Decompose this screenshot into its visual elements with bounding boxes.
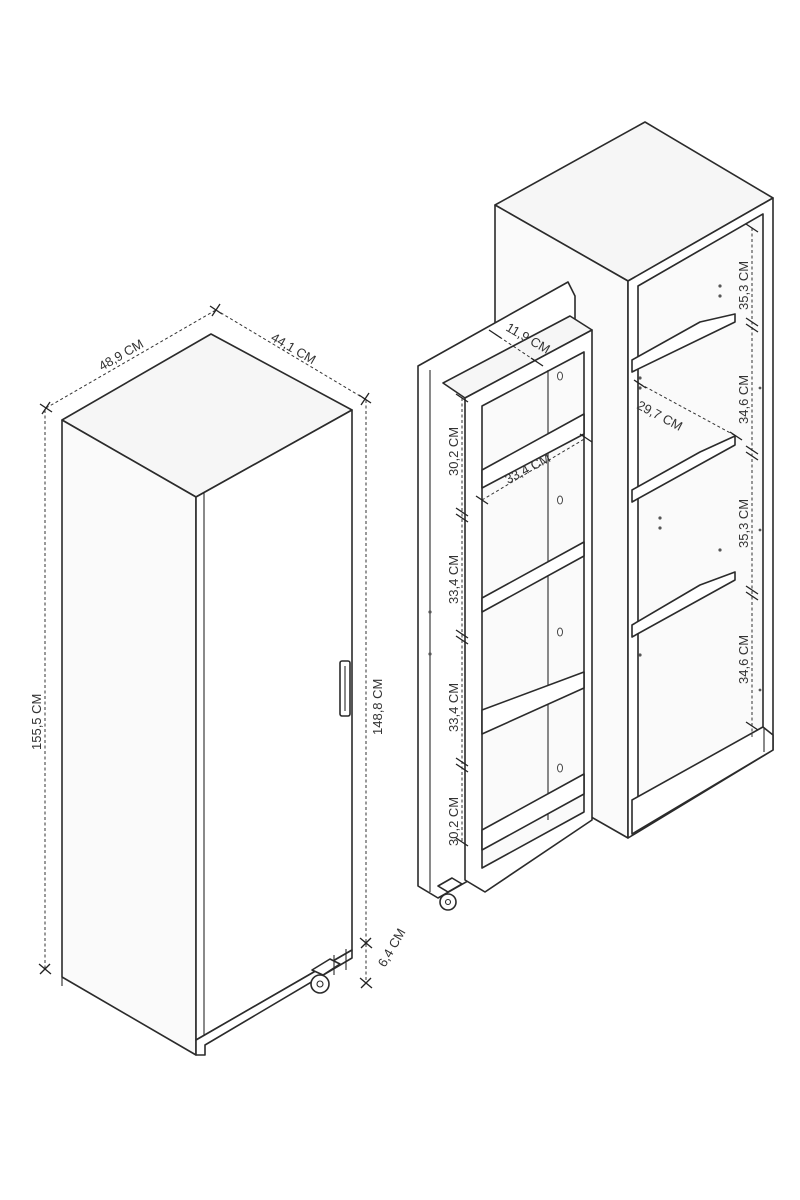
- shelf-2: [631, 435, 736, 503]
- shelf-gap-label-2: 34,6 CM: [736, 375, 751, 424]
- shelf-gap-label-4: 34,6 CM: [736, 635, 751, 684]
- closed-cabinet: 48,9 CM 44,1 CM 155,5 CM 148,8 CM 6,4 CM: [29, 303, 409, 1056]
- pullout-gap-label-2: 33,4 CM: [446, 555, 461, 604]
- leg-height-label: 6,4 CM: [375, 926, 409, 970]
- door-handle: [339, 660, 351, 717]
- closed-cabinet-door: [195, 409, 353, 1041]
- open-cabinet-bottom: [631, 726, 774, 835]
- pullout-shelf-3: [481, 671, 585, 735]
- shelf-gap-label-3: 35,3 CM: [736, 499, 751, 548]
- body-height-label: 148,8 CM: [370, 679, 385, 735]
- shelf-1: [631, 313, 736, 373]
- caster-wheel: [310, 949, 347, 994]
- width-label: 44,1 CM: [269, 330, 319, 368]
- shelf-gap-label-1: 35,3 CM: [736, 261, 751, 310]
- shelf-3: [631, 571, 736, 638]
- closed-cabinet-side: [61, 419, 197, 1056]
- closed-cabinet-plinth: [195, 949, 353, 1056]
- total-height-label: 155,5 CM: [29, 694, 44, 750]
- pullout-gap-label-1: 30,2 CM: [446, 427, 461, 476]
- pullout-gap-label-4: 30,2 CM: [446, 797, 461, 846]
- pullout-unit: [417, 281, 593, 911]
- pullout-gap-label-3: 33,4 CM: [446, 683, 461, 732]
- pullout-shelf-4: [481, 773, 585, 851]
- pullout-shelf-1: [481, 413, 585, 489]
- pullout-caster-wheel: [437, 877, 463, 911]
- pullout-shelf-2: [481, 541, 585, 613]
